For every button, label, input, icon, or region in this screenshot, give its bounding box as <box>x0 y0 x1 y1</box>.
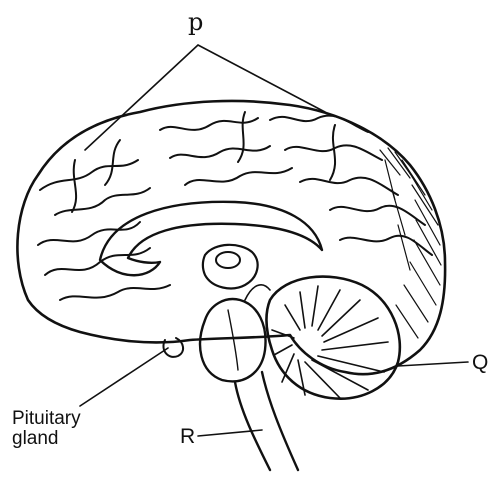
label-p: p <box>188 8 203 36</box>
corpus-callosum <box>100 202 322 275</box>
pons <box>200 299 265 381</box>
medulla-oblongata <box>235 372 298 470</box>
cerebrum-outline <box>17 101 445 374</box>
arbor-vitae <box>272 286 388 398</box>
pointer-pituitary <box>80 348 168 406</box>
pineal-body <box>216 252 240 268</box>
pointer-q <box>398 362 468 366</box>
gyri-pattern <box>38 112 432 300</box>
pointer-p <box>85 45 325 150</box>
label-q: Q <box>472 351 488 374</box>
label-pituitary-line2: gland <box>12 428 59 449</box>
label-r: R <box>180 425 195 448</box>
label-pituitary-line1: Pituitary <box>12 408 81 429</box>
